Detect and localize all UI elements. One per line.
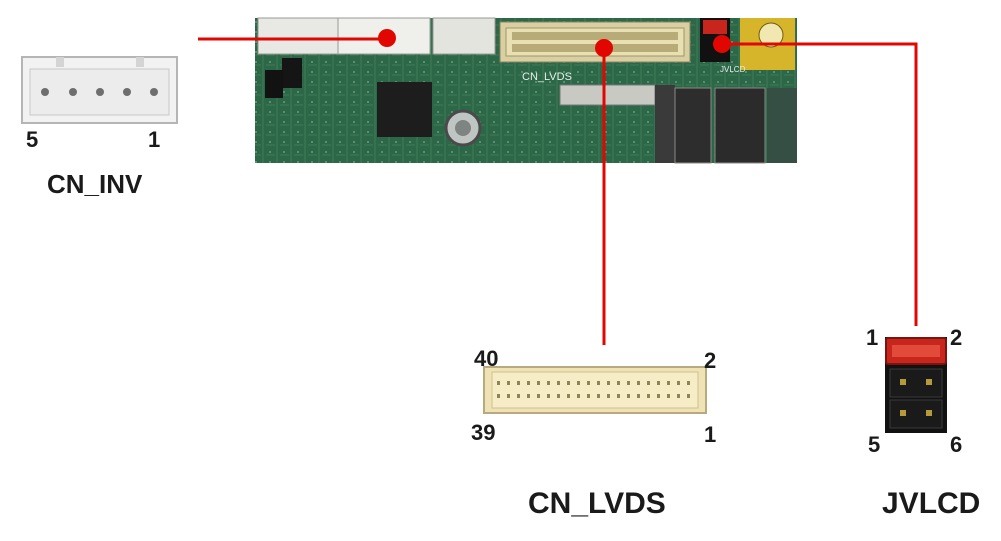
jvlcd-pointer [722,42,918,326]
cn-lvds-pin-39-label: 39 [471,420,496,445]
cn-lvds-title: CN_LVDS [528,487,666,520]
jvlcd-pin-2-label: 2 [950,325,963,350]
jvlcd-jumper [885,337,947,433]
cn-lvds-pin-2-label: 2 [704,348,717,373]
cn-inv-pin-left-label: 5 [26,127,39,152]
cn-lvds-pin-40-label: 40 [474,346,499,371]
cn-lvds-pin-1-label: 1 [704,422,717,447]
cn-inv-title: CN_INV [47,169,143,199]
pointer-lines [198,37,918,345]
silk-jvlcd-label: JVLCD [720,65,746,74]
cn-inv-connector [21,56,178,124]
motherboard-photo: CN_LVDS JVLCD [255,17,797,164]
jvlcd-pin-6-label: 6 [950,432,963,457]
cn-lvds-connector [483,366,707,414]
jvlcd-pin-1-label: 1 [866,325,879,350]
jvlcd-title: JVLCD [882,487,981,520]
silk-cn-lvds-label: CN_LVDS [522,71,572,83]
jvlcd-pin-5-label: 5 [868,432,881,457]
cn-inv-pin-right-label: 1 [148,127,161,152]
